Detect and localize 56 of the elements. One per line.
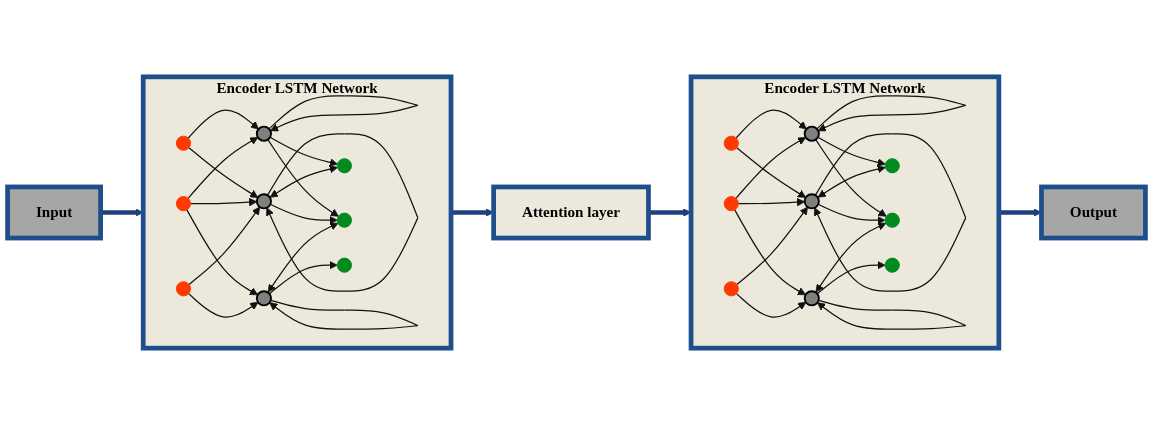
node-circle	[723, 281, 739, 297]
arrow	[815, 139, 887, 217]
cluster: Encoder LSTM Network	[688, 74, 1002, 351]
arrow	[817, 203, 886, 225]
node-circle	[336, 257, 352, 273]
arrow	[266, 133, 419, 292]
arrow	[188, 147, 259, 198]
arrow	[267, 139, 339, 217]
arrow	[817, 299, 967, 330]
arrow	[269, 165, 338, 198]
arrow	[186, 209, 259, 296]
node-circle	[175, 281, 191, 297]
arrow	[269, 299, 419, 330]
arrow	[817, 165, 886, 198]
node-circle	[255, 290, 272, 307]
arrow	[736, 147, 807, 198]
arrow	[267, 222, 339, 293]
arrow	[735, 293, 807, 318]
arrow	[737, 198, 806, 207]
node-circle	[803, 193, 820, 210]
arrow	[187, 137, 259, 199]
arrow	[269, 136, 338, 167]
arrow	[817, 136, 886, 167]
cluster: Encoder LSTM Network	[140, 74, 454, 351]
arrow	[269, 203, 338, 225]
node-circle	[336, 212, 352, 228]
node-circle	[884, 212, 900, 228]
node-circle	[884, 158, 900, 174]
arrow	[816, 95, 967, 132]
node-circle	[255, 193, 272, 210]
node-circle	[803, 125, 820, 142]
arrow	[188, 293, 259, 318]
arrow	[268, 261, 338, 295]
node-circle	[336, 158, 352, 174]
arrow	[451, 208, 494, 217]
node-circle	[175, 135, 191, 151]
arrow	[187, 109, 259, 139]
arrow	[815, 222, 887, 293]
node-circle	[175, 196, 191, 212]
arrow	[813, 133, 967, 292]
arrow	[735, 137, 807, 199]
node-circle	[884, 257, 900, 273]
node-box: Input	[5, 184, 103, 241]
node-box: Attention layer	[491, 184, 651, 241]
arrow	[736, 206, 808, 285]
arrow	[189, 198, 258, 207]
node-box: Output	[1039, 184, 1148, 241]
arrow	[734, 209, 806, 296]
arrow	[816, 261, 886, 295]
node-circle	[723, 196, 739, 212]
node-circle	[803, 290, 820, 307]
arrow	[735, 109, 807, 139]
node-circle	[723, 135, 739, 151]
node-circle	[255, 125, 272, 142]
arrow	[188, 206, 261, 285]
arrow	[268, 95, 419, 132]
